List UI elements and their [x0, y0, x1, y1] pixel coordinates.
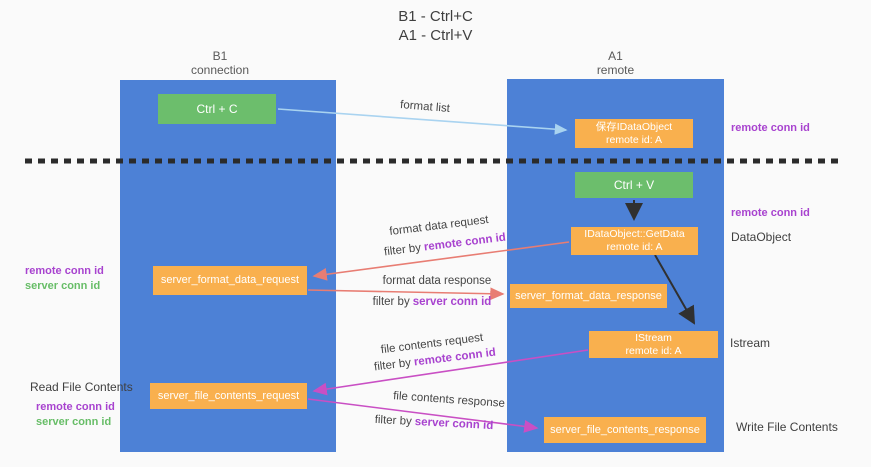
title-line-1: B1 - Ctrl+C — [398, 8, 473, 25]
server-conn-id-text: server conn id — [414, 415, 494, 433]
node-save-line2: remote id: A — [605, 133, 663, 146]
label-dataobject: DataObject — [731, 230, 792, 244]
server-conn-id-text: server conn id — [412, 296, 492, 308]
node-istream: IStream remote id: A — [589, 331, 718, 358]
node-server-format-data-response: server_format_data_response — [510, 284, 667, 308]
label-read-file-contents: Read File Contents — [30, 380, 133, 394]
node-istream-line2: remote id: A — [625, 344, 682, 357]
column-a1-name: A1 — [608, 49, 623, 63]
node-server-format-data-request: server_format_data_request — [153, 266, 307, 295]
diagram-title: B1 - Ctrl+C A1 - Ctrl+V — [0, 7, 871, 45]
node-server-file-contents-request: server_file_contents_request — [150, 383, 307, 409]
column-b1-role: connection — [190, 63, 250, 77]
column-b1-name: B1 — [212, 49, 228, 63]
label-server-conn-id-left-2: server conn id — [36, 416, 112, 428]
node-ctrl-v: Ctrl + V — [575, 172, 693, 198]
node-istream-line1: IStream — [635, 331, 672, 344]
arrow-format-data-response — [307, 287, 505, 301]
node-ctrl-v-label: Ctrl + V — [613, 177, 655, 192]
node-ctrl-c: Ctrl + C — [158, 94, 276, 124]
node-ctrl-c-label: Ctrl + C — [196, 101, 238, 116]
node-file-request-label: server_file_contents_request — [157, 389, 300, 402]
remote-conn-id-text: remote conn id — [423, 231, 507, 254]
node-getdata-line1: IDataObject::GetData — [584, 228, 685, 240]
node-format-request-label: server_format_data_request — [160, 274, 300, 286]
filter-by-text: filter by — [372, 296, 410, 308]
edge-label-filter-server-2: filter by server conn id — [364, 413, 504, 432]
label-remote-conn-id-left-2: remote conn id — [36, 401, 115, 413]
column-header-a1: A1 remote — [507, 49, 724, 77]
filter-by-text: filter by — [373, 356, 412, 374]
node-server-file-contents-response: server_file_contents_response — [544, 417, 706, 443]
edge-label-format-list: format list — [385, 98, 466, 116]
edge-label-format-data-response-text: format data response — [382, 275, 492, 287]
label-write-file-contents: Write File Contents — [736, 420, 838, 434]
edge-label-format-data-response: format data response — [372, 275, 502, 287]
column-a1-role: remote — [596, 63, 635, 77]
filter-by-text: filter by — [374, 413, 413, 428]
column-header-b1: B1 connection — [112, 49, 328, 77]
node-format-response-label: server_format_data_response — [515, 289, 662, 302]
label-istream: Istream — [730, 336, 771, 350]
node-getdata-line2: remote id: A — [606, 241, 663, 253]
edge-label-file-contents-response: file contents response — [384, 389, 515, 410]
edge-label-file-contents-response-text: file contents response — [392, 390, 506, 410]
label-server-conn-id-left-1: server conn id — [25, 280, 101, 292]
edge-label-filter-server-1: filter by server conn id — [362, 296, 502, 308]
node-save-idataobject: 保存IDataObject remote id: A — [575, 119, 693, 148]
edge-label-format-list-text: format list — [399, 99, 451, 115]
label-remote-conn-id-right-mid: remote conn id — [731, 207, 810, 219]
label-remote-conn-id-right-top: remote conn id — [731, 122, 810, 134]
filter-by-text: filter by — [383, 241, 422, 259]
node-save-line1: 保存IDataObject — [595, 120, 673, 133]
label-remote-conn-id-left-1: remote conn id — [25, 265, 104, 277]
node-idataobject-getdata: IDataObject::GetData remote id: A — [571, 227, 698, 255]
node-file-response-label: server_file_contents_response — [550, 423, 700, 436]
title-line-2: A1 - Ctrl+V — [398, 27, 473, 44]
